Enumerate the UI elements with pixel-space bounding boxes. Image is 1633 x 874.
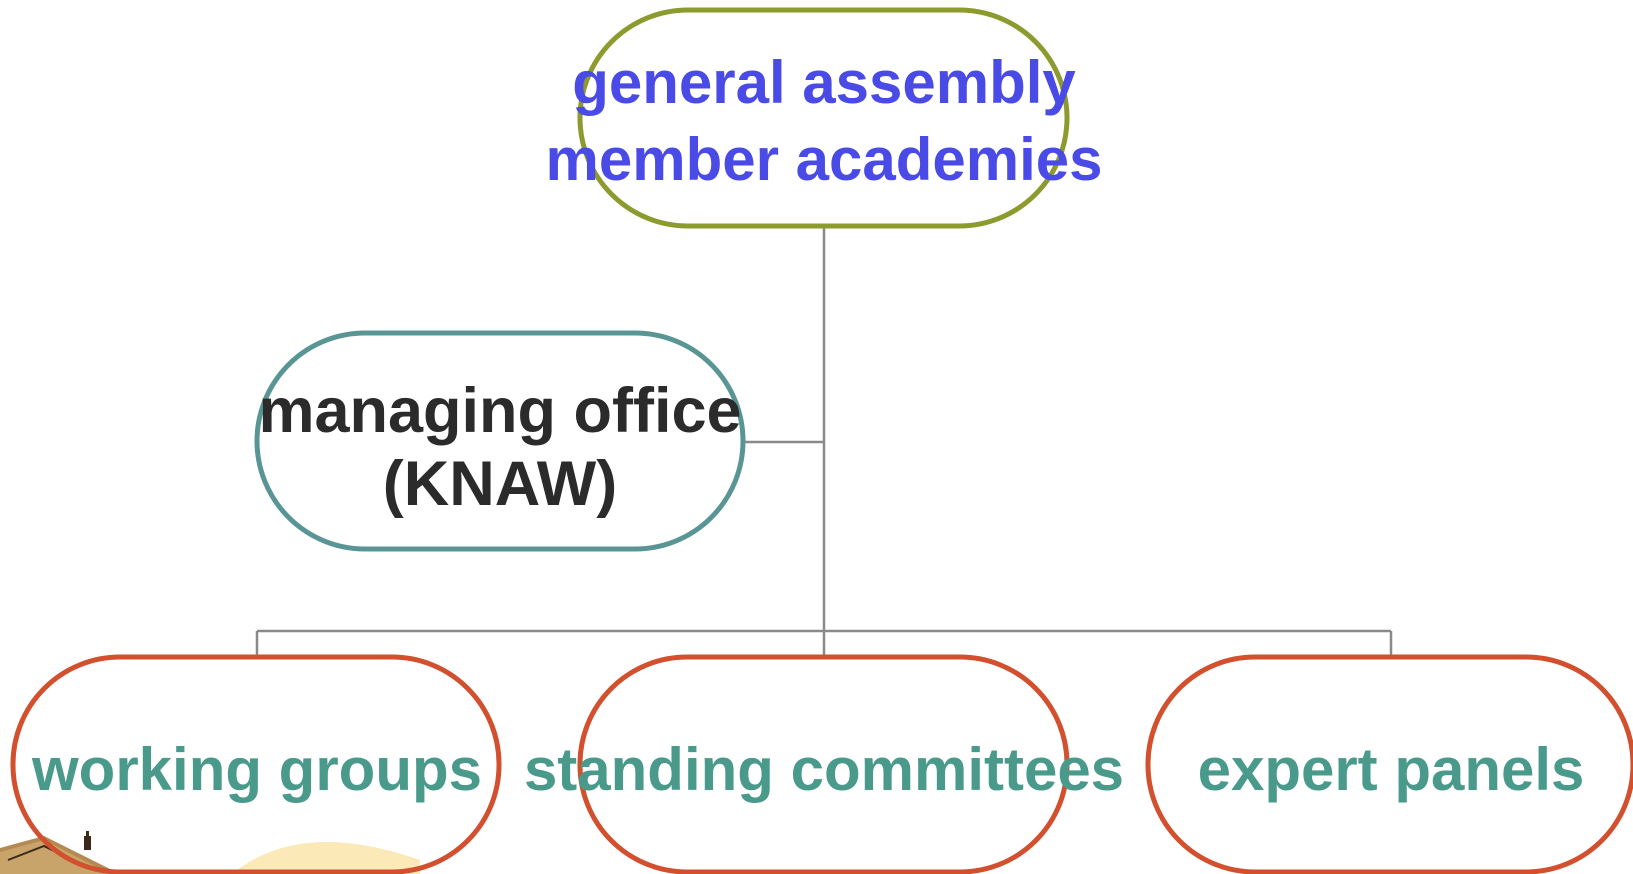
node-expert-panels-shape bbox=[1145, 654, 1633, 874]
node-standing-committees-label: standing committees bbox=[524, 736, 1124, 803]
node-working-groups-label: working groups bbox=[31, 736, 482, 803]
node-general-assembly-line-2: member academies bbox=[546, 126, 1103, 193]
node-expert-panels-label: expert panels bbox=[1198, 736, 1585, 803]
node-managing-office-line-2: (KNAW) bbox=[383, 449, 617, 519]
node-managing-office-line-1: managing office bbox=[258, 376, 741, 446]
node-managing-office[interactable]: managing office (KNAW) bbox=[254, 330, 746, 552]
node-expert-panels[interactable]: expert panels bbox=[1145, 654, 1633, 874]
node-standing-committees[interactable]: standing committees bbox=[524, 654, 1124, 874]
connector-lines bbox=[255, 227, 1393, 655]
node-general-assembly-shape bbox=[577, 7, 1070, 229]
node-working-groups[interactable]: working groups bbox=[10, 654, 502, 874]
node-general-assembly[interactable]: general assembly member academies bbox=[546, 7, 1103, 229]
node-general-assembly-line-1: general assembly bbox=[572, 49, 1076, 116]
node-working-groups-shape bbox=[10, 654, 502, 874]
node-standing-committees-shape bbox=[577, 654, 1070, 874]
node-managing-office-shape bbox=[254, 330, 746, 552]
